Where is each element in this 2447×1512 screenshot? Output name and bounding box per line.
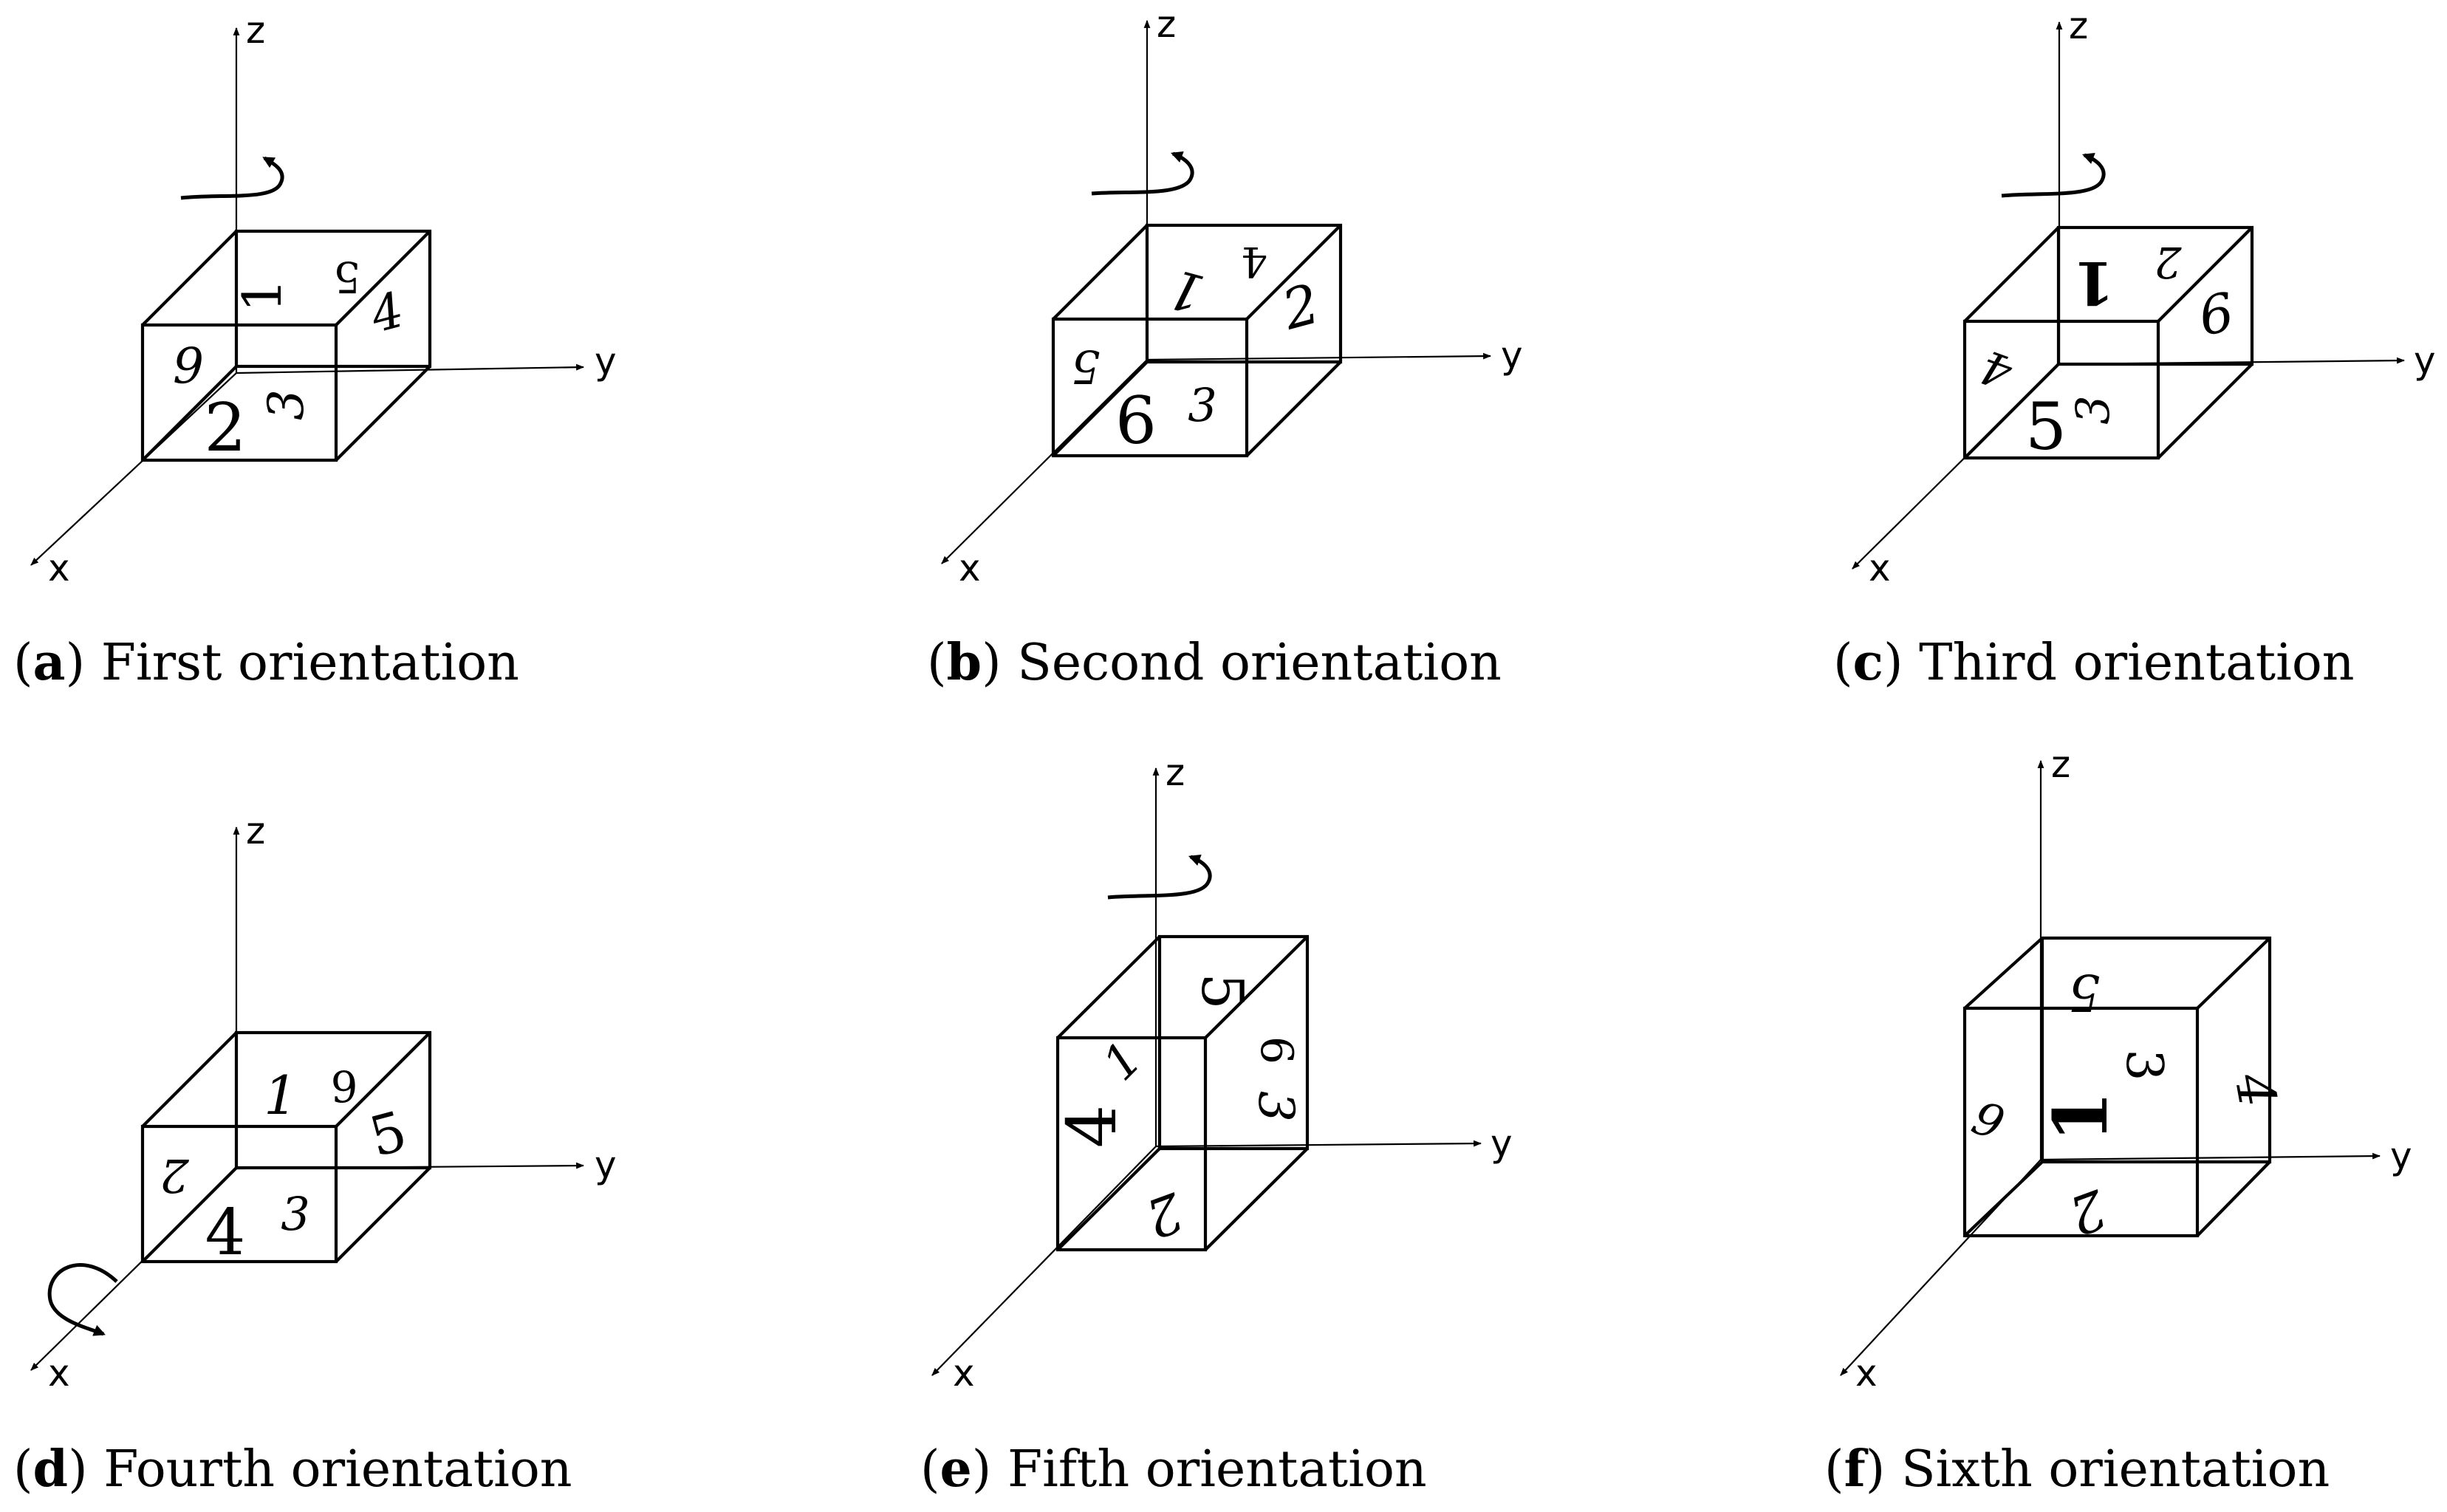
z-axis-label: z: [1157, 3, 1176, 46]
face-top-number: 1: [231, 278, 293, 312]
cube-front-face: [1055, 1036, 1208, 1252]
face-front-number: 2: [204, 389, 246, 467]
face-top-number: 5: [1188, 973, 1255, 1010]
cube-e: [1055, 934, 1310, 1252]
face-right-number: 4: [364, 281, 409, 345]
cube-front-face: [140, 1124, 338, 1264]
face-front-small-number: 3: [1188, 378, 1216, 432]
face-top-small-number: 4: [1241, 237, 1267, 285]
cube-back-face: [2040, 936, 2272, 1164]
face-top-number: 5: [2068, 962, 2100, 1021]
face-front-number: 4: [1053, 1105, 1132, 1149]
caption-b: (b) Second orientation: [927, 633, 1502, 692]
y-axis: [1155, 1140, 1482, 1148]
caption-c: (c) Third orientation: [1833, 633, 2355, 692]
face-right-number: 2: [1276, 272, 1327, 343]
face-left-number: 6: [1966, 1089, 2012, 1149]
z-axis-label: z: [1166, 751, 1185, 794]
y-axis: [236, 363, 585, 374]
rotation-arrow-icon: [1091, 151, 1194, 196]
cube-back-face: [234, 1030, 432, 1170]
cube-back-face: [234, 229, 432, 369]
face-right-number: 4: [2222, 1068, 2288, 1112]
x-axis-label: x: [48, 547, 70, 589]
z-axis-label: z: [2051, 743, 2070, 786]
x-axis-label: x: [1869, 547, 1891, 589]
y-axis-label: y: [1501, 334, 1523, 377]
caption-e: (e) Fifth orientation: [920, 1440, 1427, 1499]
face-left-number: 5: [1071, 340, 1100, 394]
cube-a: [140, 229, 432, 462]
face-right-number: 6: [2194, 281, 2239, 348]
face-front-number: 6: [1115, 383, 1157, 459]
caption-a: (a) First orientation: [13, 633, 519, 692]
x-axis-label: x: [48, 1352, 70, 1395]
y-axis: [2040, 1152, 2381, 1161]
z-axis-label: z: [246, 810, 265, 852]
face-front-small-number: 3: [258, 389, 315, 420]
z-axis-label: z: [246, 9, 265, 52]
x-axis: [931, 1146, 1157, 1376]
y-axis-label: y: [1491, 1122, 1513, 1165]
cube-front-face: [1962, 319, 2160, 460]
face-front-number: 4: [205, 1196, 246, 1270]
cube-back-face: [1145, 223, 1343, 364]
cube-f: [1962, 936, 2272, 1238]
face-top-number: 1: [2073, 248, 2115, 318]
rotation-arrow-icon: [1107, 855, 1212, 900]
panel-e: z y x 5 6 3 4 1 2 (e) Fifth orientation: [920, 751, 1513, 1499]
face-top-small-number: 6: [331, 1061, 358, 1111]
face-front-number: 5: [2025, 389, 2067, 465]
panel-d: z y x 1 6 2 5 4 3 (d) Fourth orientation: [13, 810, 617, 1499]
panel-a: z y x 1 5 6 4 2 3 (a) First orientation: [13, 9, 617, 692]
face-top-number: 1: [264, 1064, 298, 1126]
rotation-arrow-icon: [47, 1263, 118, 1336]
face-bottom-number: 2: [1138, 1180, 1192, 1251]
face-top-small-number: 5: [334, 252, 361, 302]
panel-f: z y x 5 6 1 3 4 2 (f) Sixth orientation: [1824, 743, 2412, 1499]
rotation-arrow-icon: [180, 156, 284, 200]
x-axis-label: x: [1855, 1352, 1878, 1395]
panel-b: z y x 1 4 5 2 6 3 (b) Second orientation: [927, 3, 1523, 692]
cube-front-face: [1962, 1006, 2200, 1238]
cube-front-face: [1051, 317, 1249, 458]
face-top-number: 1: [1162, 257, 1211, 326]
face-right-small-number: 6: [1250, 1036, 1302, 1064]
caption-f: (f) Sixth orientation: [1824, 1440, 2330, 1499]
x-axis-label: x: [953, 1352, 975, 1395]
rotation-arrow-icon: [2001, 153, 2106, 198]
face-left-number: 2: [160, 1149, 189, 1203]
y-axis-label: y: [595, 1143, 617, 1186]
face-front-small-number: 3: [281, 1187, 309, 1241]
panel-c: z y x 1 2 4 6 5 3 (c) Third orientation: [1833, 4, 2436, 692]
face-right-number: 3: [1248, 1091, 1304, 1122]
x-axis: [30, 372, 237, 566]
caption-d: (d) Fourth orientation: [13, 1440, 572, 1499]
face-front-number: 1: [2037, 1091, 2124, 1143]
cube-back-face: [2056, 225, 2254, 366]
y-axis-label: y: [2390, 1135, 2412, 1177]
face-left-number: 4: [1974, 339, 2020, 400]
face-left-number: 6: [173, 335, 204, 392]
cube-back-face: [1157, 934, 1310, 1151]
face-right-number: 5: [363, 1099, 414, 1169]
face-front-small-number: 3: [2115, 1049, 2173, 1081]
cube-front-face: [140, 323, 338, 462]
cube-c: [1962, 225, 2254, 460]
y-axis-label: y: [2414, 339, 2436, 382]
y-axis-label: y: [595, 340, 617, 383]
x-axis: [941, 359, 1148, 564]
x-axis-label: x: [959, 547, 981, 589]
face-front-small-number: 1: [1093, 1032, 1153, 1092]
face-front-small-number: 3: [2066, 395, 2120, 424]
cube-b: [1051, 223, 1343, 458]
z-axis-label: z: [2069, 4, 2088, 47]
y-axis: [1146, 352, 1492, 361]
cube-d: [140, 1030, 432, 1264]
face-top-small-number: 2: [2155, 237, 2183, 287]
